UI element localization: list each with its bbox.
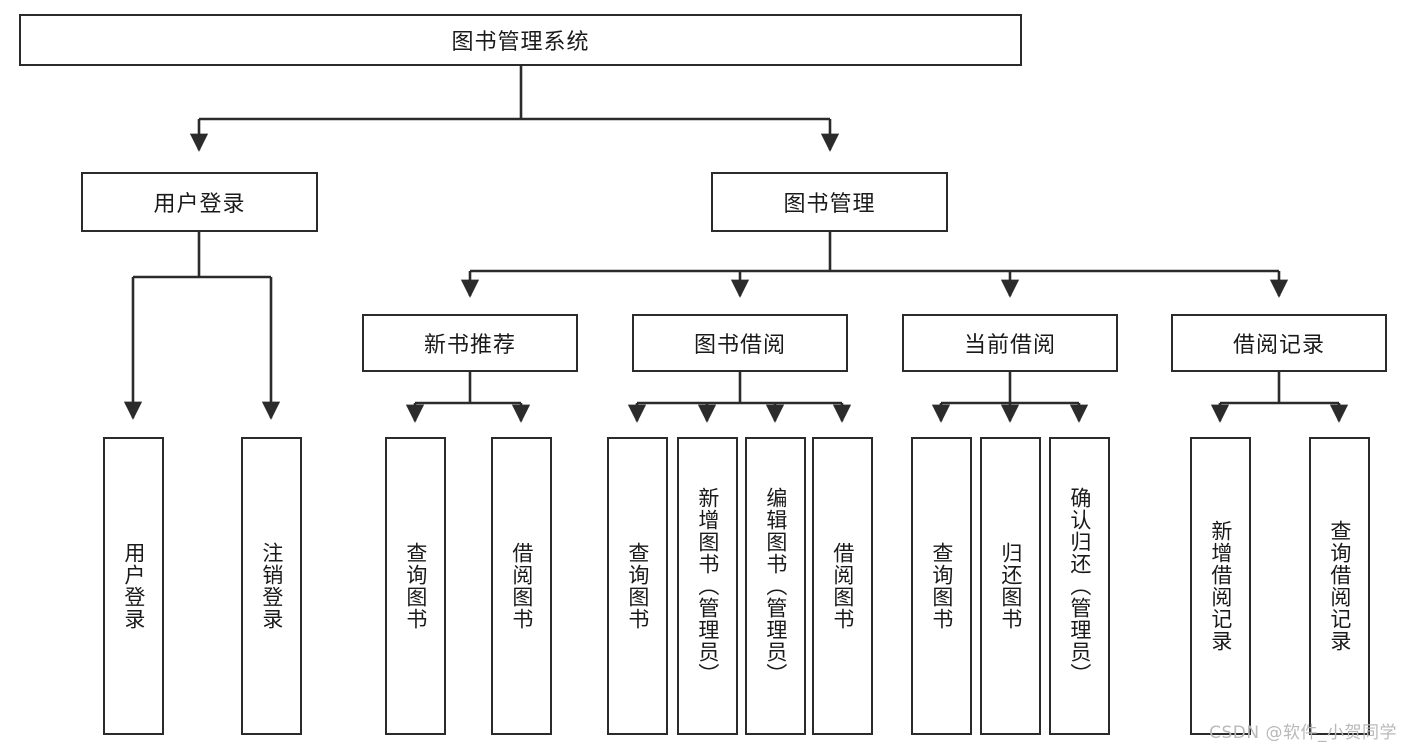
node-label: 查询图书 <box>625 542 650 630</box>
leaf-user-login-login[interactable]: 用户登录 <box>103 437 164 735</box>
node-label: 图书管理 <box>783 192 876 217</box>
node-label: 归还图书 <box>998 542 1023 630</box>
node-borrow-record[interactable]: 借阅记录 <box>1171 314 1387 372</box>
node-label: 借阅图书 <box>830 542 855 630</box>
node-label: 确认归还（管理员） <box>1067 487 1092 685</box>
leaf-new-book-query-book[interactable]: 查询图书 <box>385 437 446 735</box>
node-label: 查询图书 <box>403 542 428 630</box>
leaf-book-borrow-edit-book-admin[interactable]: 编辑图书（管理员） <box>745 437 806 735</box>
leaf-new-book-borrow-book[interactable]: 借阅图书 <box>491 437 552 735</box>
csdn-watermark: CSDN @软件_小贺同学 <box>1209 723 1397 743</box>
node-label: 用户登录 <box>153 192 246 217</box>
node-label: 注销登录 <box>259 542 284 630</box>
node-label: 当前借阅 <box>963 333 1056 358</box>
node-root-book-management-system[interactable]: 图书管理系统 <box>19 14 1022 66</box>
node-new-book-recommend[interactable]: 新书推荐 <box>362 314 578 372</box>
node-label: 查询借阅记录 <box>1327 520 1352 652</box>
node-label: 图书管理系统 <box>451 30 590 55</box>
leaf-user-login-logout[interactable]: 注销登录 <box>241 437 302 735</box>
node-label: 新增借阅记录 <box>1208 520 1233 652</box>
node-label: 图书借阅 <box>693 333 786 358</box>
node-current-borrow[interactable]: 当前借阅 <box>902 314 1118 372</box>
node-book-management[interactable]: 图书管理 <box>711 172 948 232</box>
leaf-book-borrow-query-book[interactable]: 查询图书 <box>607 437 668 735</box>
leaf-current-borrow-query-book[interactable]: 查询图书 <box>911 437 972 735</box>
node-user-login[interactable]: 用户登录 <box>81 172 318 232</box>
leaf-borrow-record-query-record[interactable]: 查询借阅记录 <box>1309 437 1370 735</box>
node-label: 借阅记录 <box>1232 333 1325 358</box>
leaf-current-borrow-confirm-return-admin[interactable]: 确认归还（管理员） <box>1049 437 1110 735</box>
node-label: 查询图书 <box>929 542 954 630</box>
node-label: 新书推荐 <box>423 333 516 358</box>
leaf-current-borrow-return-book[interactable]: 归还图书 <box>980 437 1041 735</box>
node-book-borrow[interactable]: 图书借阅 <box>632 314 848 372</box>
leaf-book-borrow-borrow-book[interactable]: 借阅图书 <box>812 437 873 735</box>
node-label: 用户登录 <box>121 542 146 630</box>
leaf-book-borrow-add-book-admin[interactable]: 新增图书（管理员） <box>677 437 738 735</box>
leaf-borrow-record-add-record[interactable]: 新增借阅记录 <box>1190 437 1251 735</box>
node-label: 新增图书（管理员） <box>695 487 720 685</box>
node-label: 借阅图书 <box>509 542 534 630</box>
node-label: 编辑图书（管理员） <box>763 487 788 685</box>
